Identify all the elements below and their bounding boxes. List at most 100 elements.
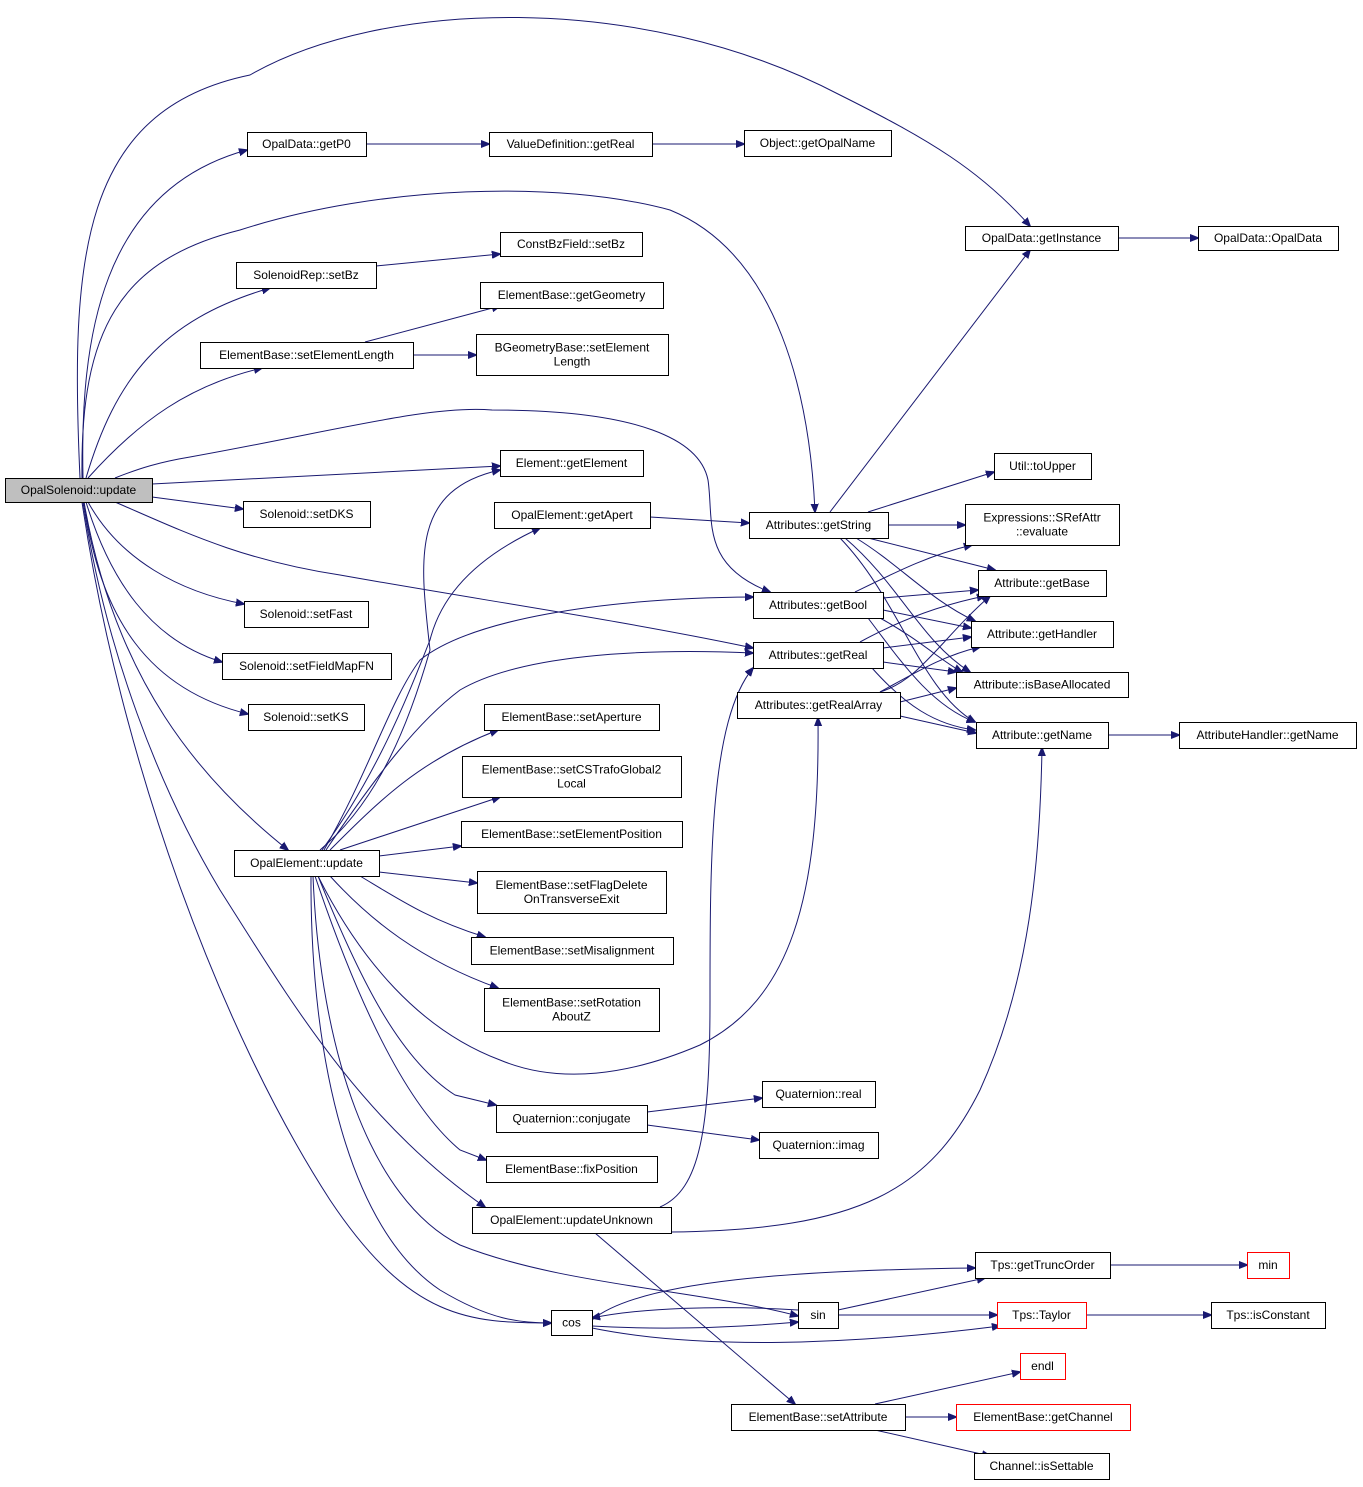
edge-opalsolenoid_update-to-solenoidrep_setbz	[85, 288, 270, 479]
node-label: Solenoid::setFieldMapFN	[239, 659, 374, 673]
node-object_getopalname[interactable]: Object::getOpalName	[744, 130, 892, 157]
node-label: Attributes::getBool	[769, 598, 867, 612]
node-box	[971, 621, 1114, 648]
node-box	[234, 850, 380, 877]
node-box	[477, 871, 667, 914]
node-box	[1211, 1302, 1326, 1329]
node-label: Util::toUpper	[1009, 459, 1076, 473]
node-element_getelement[interactable]: Element::getElement	[500, 450, 644, 477]
node-quaternion_conjugate[interactable]: Quaternion::conjugate	[496, 1105, 648, 1133]
node-label: Solenoid::setKS	[263, 710, 348, 724]
node-label: Quaternion::imag	[772, 1138, 864, 1152]
edge-opalelement_update-to-cos	[310, 875, 551, 1323]
node-solenoidrep_setbz[interactable]: SolenoidRep::setBz	[236, 262, 377, 289]
node-box	[1198, 226, 1339, 251]
node-label: min	[1258, 1258, 1277, 1272]
node-opalsolenoid_update[interactable]: OpalSolenoid::update	[5, 478, 153, 503]
node-expressions_srefattr_evaluate[interactable]: Expressions::SRefAttr::evaluate	[965, 504, 1120, 546]
edge-attributes_getbool-to-attribute_gethandler	[882, 609, 971, 628]
node-elementbase_setflagdeleteontransverseexit[interactable]: ElementBase::setFlagDeleteOnTransverseEx…	[477, 871, 667, 914]
node-box	[500, 450, 644, 477]
node-box	[976, 722, 1109, 749]
node-quaternion_imag[interactable]: Quaternion::imag	[759, 1132, 879, 1159]
node-attributes_getbool[interactable]: Attributes::getBool	[753, 592, 884, 619]
node-quaternion_real[interactable]: Quaternion::real	[762, 1081, 876, 1108]
node-cos[interactable]: cos	[551, 1310, 593, 1336]
node-label: ElementBase::setRotation	[502, 996, 641, 1010]
node-box	[461, 821, 683, 848]
edge-attributes_getrealarray-to-attribute_getbase	[879, 596, 990, 693]
node-attributes_getreal[interactable]: Attributes::getReal	[753, 642, 884, 669]
node-box	[486, 1156, 658, 1183]
node-opaldata_getinstance[interactable]: OpalData::getInstance	[965, 226, 1119, 251]
node-elementbase_setelementlength[interactable]: ElementBase::setElementLength	[200, 342, 414, 369]
node-attribute_gethandler[interactable]: Attribute::getHandler	[971, 621, 1114, 648]
node-label: OpalData::getP0	[262, 137, 351, 151]
node-util_toupper[interactable]: Util::toUpper	[994, 453, 1092, 480]
node-attributes_getstring[interactable]: Attributes::getString	[749, 512, 889, 539]
edge-opalelement_update-to-opalelement_getapert	[321, 528, 540, 851]
node-attributes_getrealarray[interactable]: Attributes::getRealArray	[737, 692, 901, 719]
edge-opalsolenoid_update-to-solenoid_setfast	[87, 501, 244, 604]
node-valuedefinition_getreal[interactable]: ValueDefinition::getReal	[489, 132, 653, 157]
node-box	[200, 342, 414, 369]
nodes-layer: OpalSolenoid::update OpalData::getP0 Value…	[5, 130, 1357, 1480]
edge-opalelement_update-to-attributes_getrealarray	[317, 718, 818, 1075]
node-tps_gettruncorder[interactable]: Tps::getTruncOrder	[975, 1252, 1111, 1279]
node-label: Attribute::isBaseAllocated	[974, 678, 1111, 692]
edge-attributes_getrealarray-to-attribute_getname	[899, 715, 976, 733]
node-box	[753, 642, 884, 669]
node-attribute_getbase[interactable]: Attribute::getBase	[978, 570, 1107, 597]
node-opaldata_opaldata[interactable]: OpalData::OpalData	[1198, 226, 1339, 251]
node-box	[489, 132, 653, 157]
node-elementbase_getchannel[interactable]: ElementBase::getChannel	[956, 1404, 1131, 1431]
node-constbzfield_setbz[interactable]: ConstBzField::setBz	[500, 232, 643, 257]
node-tps_taylor[interactable]: Tps::Taylor	[997, 1302, 1087, 1329]
node-opalelement_getapert[interactable]: OpalElement::getApert	[494, 502, 651, 529]
node-elementbase_fixposition[interactable]: ElementBase::fixPosition	[486, 1156, 658, 1183]
node-elementbase_setelementposition[interactable]: ElementBase::setElementPosition	[461, 821, 683, 848]
node-elementbase_setmisalignment[interactable]: ElementBase::setMisalignment	[471, 937, 674, 965]
node-opaldata_getp0[interactable]: OpalData::getP0	[247, 132, 367, 157]
node-box	[956, 1404, 1131, 1431]
node-elementbase_getgeometry[interactable]: ElementBase::getGeometry	[480, 282, 664, 309]
edge-opalelement_updateunknown-to-attribute_getname	[670, 748, 1042, 1233]
node-solenoid_setfast[interactable]: Solenoid::setFast	[244, 601, 369, 628]
node-box	[5, 478, 153, 503]
node-endl[interactable]: endl	[1020, 1353, 1066, 1380]
edge-attributes_getreal-to-attribute_getname	[871, 667, 975, 730]
node-label: OpalData::OpalData	[1214, 231, 1322, 245]
node-attributehandler_getname[interactable]: AttributeHandler::getName	[1179, 722, 1357, 749]
node-elementbase_setattribute[interactable]: ElementBase::setAttribute	[731, 1404, 906, 1431]
node-box	[749, 512, 889, 539]
node-opalelement_update[interactable]: OpalElement::update	[234, 850, 380, 877]
node-attribute_getname[interactable]: Attribute::getName	[976, 722, 1109, 749]
node-solenoid_setks[interactable]: Solenoid::setKS	[248, 704, 365, 731]
node-box	[994, 453, 1092, 480]
node-label: Tps::getTruncOrder	[990, 1258, 1094, 1272]
edge-attributes_getbool-to-attribute_getbase	[882, 590, 978, 599]
edge-sin-to-tps_gettruncorder	[837, 1278, 985, 1311]
node-elementbase_setaperture[interactable]: ElementBase::setAperture	[484, 704, 660, 731]
node-sin[interactable]: sin	[798, 1302, 839, 1329]
node-label: ElementBase::setElementPosition	[481, 827, 662, 841]
node-bgeometrybase_setelementlength[interactable]: BGeometryBase::setElementLength	[476, 334, 669, 376]
node-label: Object::getOpalName	[760, 136, 876, 150]
node-tps_isconstant[interactable]: Tps::isConstant	[1211, 1302, 1326, 1329]
node-attribute_isbaseallocated[interactable]: Attribute::isBaseAllocated	[956, 672, 1129, 698]
edge-opalelement_update-to-attributes_getbool	[323, 597, 753, 851]
node-solenoid_setdks[interactable]: Solenoid::setDKS	[243, 501, 371, 528]
node-opalelement_updateunknown[interactable]: OpalElement::updateUnknown	[472, 1207, 672, 1234]
node-label: ElementBase::setMisalignment	[490, 944, 655, 958]
edge-attributes_getstring-to-attribute_isbaseallocated	[844, 537, 970, 672]
node-label: ::evaluate	[1016, 525, 1068, 539]
node-box	[975, 1252, 1111, 1279]
node-solenoid_setfieldmapfn[interactable]: Solenoid::setFieldMapFN	[222, 653, 392, 680]
node-min[interactable]: min	[1247, 1252, 1290, 1279]
edge-attributes_getbool-to-expressions_srefattr_evaluate	[854, 545, 972, 593]
node-channel_issettable[interactable]: Channel::isSettable	[974, 1453, 1110, 1480]
edge-opalelement_update-to-elementbase_setelementposition	[378, 846, 461, 857]
